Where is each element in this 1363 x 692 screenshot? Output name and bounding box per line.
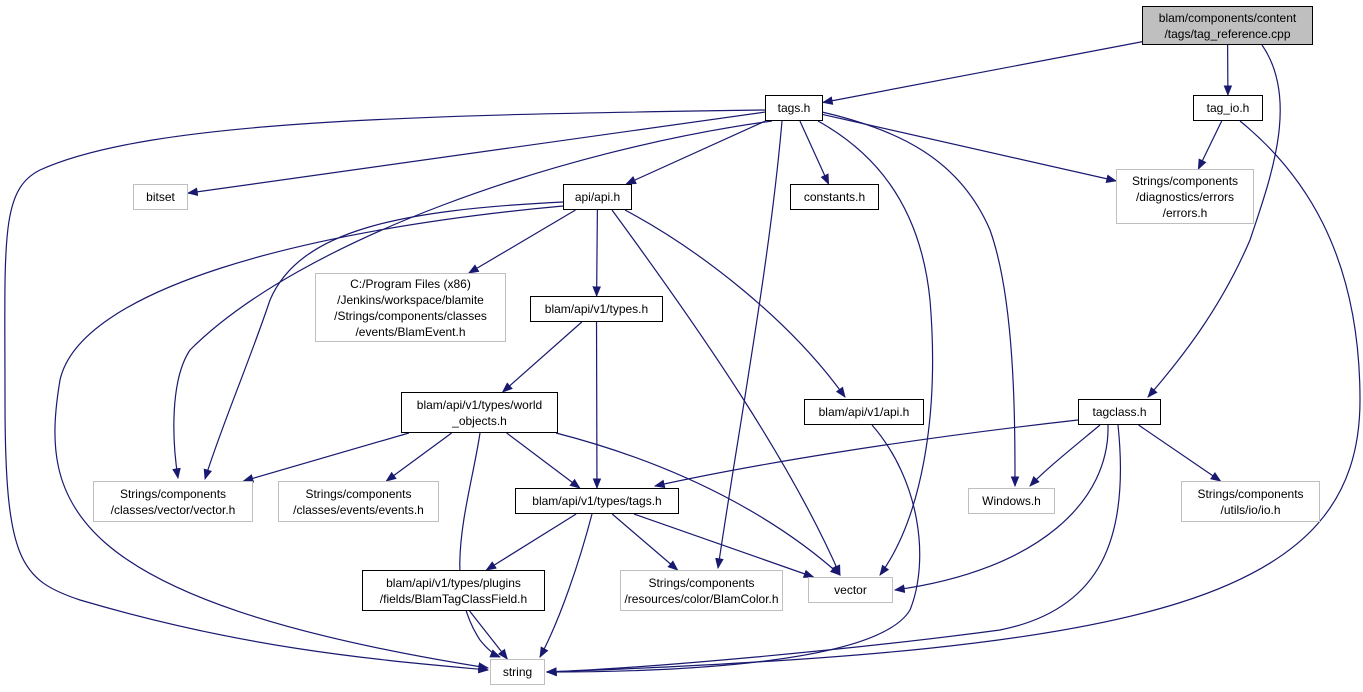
edge-world_objects_h-to-events_h bbox=[385, 432, 452, 482]
node-bitset: bitset bbox=[133, 184, 188, 210]
node-tag-reference-cpp: blam/components/content /tags/tag_refere… bbox=[1142, 6, 1313, 45]
edge-api_api_h-to-vector bbox=[611, 209, 841, 576]
node-v1-types-h[interactable]: blam/api/v1/types.h bbox=[530, 296, 663, 322]
edge-types_tags_h-to-string bbox=[539, 513, 593, 658]
node-string: string bbox=[490, 659, 545, 685]
node-windows-h: Windows.h bbox=[968, 488, 1055, 514]
node-tags-h[interactable]: tags.h bbox=[765, 95, 823, 121]
edge-world_objects_h-to-vector_h bbox=[242, 432, 410, 483]
edge-tagclass_h-to-io_h bbox=[1138, 424, 1222, 482]
node-vector-h: Strings/components /classes/vector/vecto… bbox=[93, 481, 253, 522]
edge-tags_h-to-vector_h bbox=[172, 120, 773, 480]
edge-v1_types_h-to-world_objects_h bbox=[501, 321, 583, 393]
edge-blamtagclassfield_h-to-string bbox=[469, 610, 508, 660]
node-constants-h[interactable]: constants.h bbox=[790, 184, 879, 210]
edge-root-to-tagclass_h bbox=[1147, 44, 1281, 398]
node-v1-api-h[interactable]: blam/api/v1/api.h bbox=[804, 399, 924, 425]
node-api-api-h[interactable]: api/api.h bbox=[563, 184, 632, 210]
node-tag-io-h[interactable]: tag_io.h bbox=[1193, 95, 1263, 121]
node-world-objects-h[interactable]: blam/api/v1/types/world _objects.h bbox=[401, 392, 558, 433]
edge-tags_h-to-constants_h bbox=[799, 120, 830, 185]
edge-world_objects_h-to-types_tags_h bbox=[506, 432, 581, 489]
node-types-tags-h[interactable]: blam/api/v1/types/tags.h bbox=[515, 488, 679, 514]
edge-tags_h-to-windows_h bbox=[821, 111, 1020, 488]
edge-tag_io_h-to-errors_h bbox=[1197, 120, 1223, 170]
edge-api_api_h-to-vector_h bbox=[203, 201, 564, 481]
node-events-h: Strings/components /classes/events/event… bbox=[278, 481, 439, 522]
edge-tags_h-to-errors_h bbox=[822, 113, 1118, 183]
edge-v1_api_h-to-string bbox=[545, 424, 921, 677]
edge-tags_h-to-api_api_h bbox=[625, 120, 766, 185]
node-blamcolor-h: Strings/components /resources/color/Blam… bbox=[620, 570, 783, 611]
edge-tags_h-to-vector bbox=[817, 120, 934, 576]
node-io-h: Strings/components /utils/io/io.h bbox=[1181, 481, 1320, 522]
edge-tag_io_h-to-string bbox=[545, 120, 1361, 676]
edge-types_tags_h-to-vector bbox=[633, 513, 815, 578]
node-errors-h: Strings/components /diagnostics/errors /… bbox=[1116, 169, 1254, 224]
edge-tags_h-to-string bbox=[4, 109, 766, 674]
edge-tagclass_h-to-windows_h bbox=[1029, 424, 1101, 487]
edges-layer bbox=[4, 41, 1361, 677]
node-tagclass-h[interactable]: tagclass.h bbox=[1078, 399, 1161, 425]
edge-api_api_h-to-v1_types_h bbox=[592, 209, 602, 298]
edge-tags_h-to-bitset bbox=[186, 111, 766, 197]
edge-types_tags_h-to-blamtagclassfield_h bbox=[485, 513, 577, 571]
edge-api_api_h-to-string bbox=[54, 205, 564, 671]
node-blamtagclassfield-h[interactable]: blam/api/v1/types/plugins /fields/BlamTa… bbox=[362, 570, 545, 611]
edge-api_api_h-to-v1_api_h bbox=[624, 209, 846, 398]
edge-tagclass_h-to-types_tags_h bbox=[653, 419, 1079, 489]
node-blamevent-h: C:/Program Files (x86) /Jenkins/workspac… bbox=[315, 273, 506, 342]
node-vector: vector bbox=[808, 577, 893, 603]
edge-root-to-tags_h bbox=[821, 41, 1143, 105]
edge-world_objects_h-to-vector bbox=[555, 432, 841, 576]
edge-tagclass_h-to-vector bbox=[893, 424, 1109, 593]
edge-api_api_h-to-blamevent_h bbox=[467, 209, 576, 274]
edge-types_tags_h-to-blamcolor_h bbox=[611, 513, 679, 571]
edge-tags_h-to-blamcolor_h bbox=[715, 120, 783, 570]
edge-tagclass_h-to-string bbox=[545, 424, 1122, 676]
